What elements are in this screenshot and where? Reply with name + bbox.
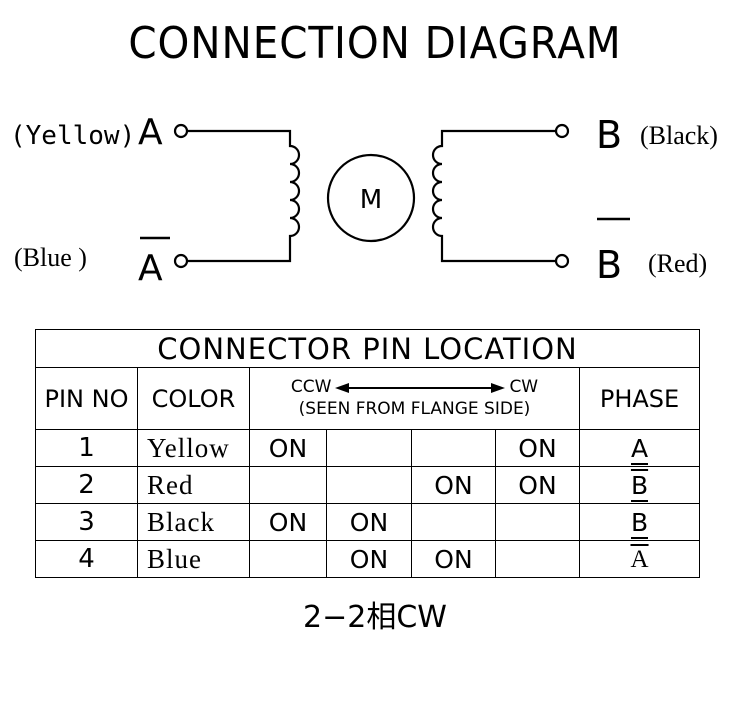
label-yellow: (Yellow) xyxy=(10,121,135,151)
step-cell xyxy=(326,429,412,467)
table-row: 2 Red ON ON B xyxy=(35,466,701,504)
table-title: CONNECTOR PIN LOCATION xyxy=(34,329,701,368)
pin-number: 4 xyxy=(35,540,138,578)
phase-label: B xyxy=(630,507,649,539)
header-direction: CCW CW (SEEN FROM FLANGE SIDE) xyxy=(249,367,580,430)
phase-cell: B xyxy=(578,466,701,504)
diagram-title: CONNECTION DIAGRAM xyxy=(128,18,622,69)
winding-a xyxy=(187,129,301,263)
terminal-b-bar: B xyxy=(596,243,622,287)
terminal-a-bar-node xyxy=(173,253,189,269)
motor-label: M xyxy=(360,185,382,215)
header-pin-no: PIN NO xyxy=(35,367,138,430)
terminal-b: B xyxy=(596,113,622,157)
step-cell: ON xyxy=(249,429,327,467)
terminal-b-node xyxy=(554,123,570,139)
direction-arrow-row: CCW CW xyxy=(251,377,579,398)
header-phase: PHASE xyxy=(578,367,701,430)
pin-color: Black xyxy=(137,503,250,541)
step-cell xyxy=(326,466,412,504)
terminal-a: A xyxy=(138,112,163,153)
pin-color: Yellow xyxy=(137,429,250,467)
table-row: 1 Yellow ON ON A xyxy=(35,429,701,467)
pin-number: 3 xyxy=(35,503,138,541)
phase-cell: A xyxy=(578,540,701,578)
terminal-a-bar: A xyxy=(138,248,163,289)
step-cell xyxy=(495,503,580,541)
step-cell xyxy=(495,540,580,578)
pin-color: Red xyxy=(137,466,250,504)
connector-pin-table: CONNECTOR PIN LOCATION PIN NO COLOR CCW … xyxy=(34,329,701,578)
pin-color: Blue xyxy=(137,540,250,578)
terminal-b-bar-node xyxy=(554,253,570,269)
step-cell: ON xyxy=(495,429,580,467)
step-cell xyxy=(249,540,327,578)
double-arrow-icon xyxy=(335,382,506,393)
phase-label: B xyxy=(630,470,649,502)
pin-number: 1 xyxy=(35,429,138,467)
label-red: (Red) xyxy=(648,249,707,278)
phase-label: A xyxy=(630,433,649,465)
terminal-a-node xyxy=(173,123,189,139)
table-row: 4 Blue ON ON A xyxy=(35,540,701,578)
table-row: 3 Black ON ON B xyxy=(35,503,701,541)
header-ccw: CCW xyxy=(290,377,332,398)
step-cell xyxy=(411,429,496,467)
pin-number: 2 xyxy=(35,466,138,504)
step-cell: ON xyxy=(411,466,496,504)
step-cell: ON xyxy=(411,540,496,578)
step-cell: ON xyxy=(326,503,412,541)
motor-symbol xyxy=(326,153,416,243)
step-cell: ON xyxy=(249,503,327,541)
step-cell: ON xyxy=(495,466,580,504)
header-cw: CW xyxy=(509,377,539,398)
drive-mode-label: 2−2相CW xyxy=(303,600,447,635)
label-black: (Black) xyxy=(640,121,718,150)
step-cell xyxy=(411,503,496,541)
header-seen-from: (SEEN FROM FLANGE SIDE) xyxy=(298,398,531,419)
header-color: COLOR xyxy=(137,367,250,430)
phase-label: A xyxy=(630,546,649,573)
step-cell xyxy=(249,466,327,504)
phase-cell: B xyxy=(578,503,701,541)
winding-b xyxy=(431,129,556,263)
phase-cell: A xyxy=(578,429,701,467)
step-cell: ON xyxy=(326,540,412,578)
motor-wiring-diagram: (Yellow) A (Blue ) A M B (Black) B (Red) xyxy=(10,112,718,289)
label-blue: (Blue ) xyxy=(14,243,87,272)
